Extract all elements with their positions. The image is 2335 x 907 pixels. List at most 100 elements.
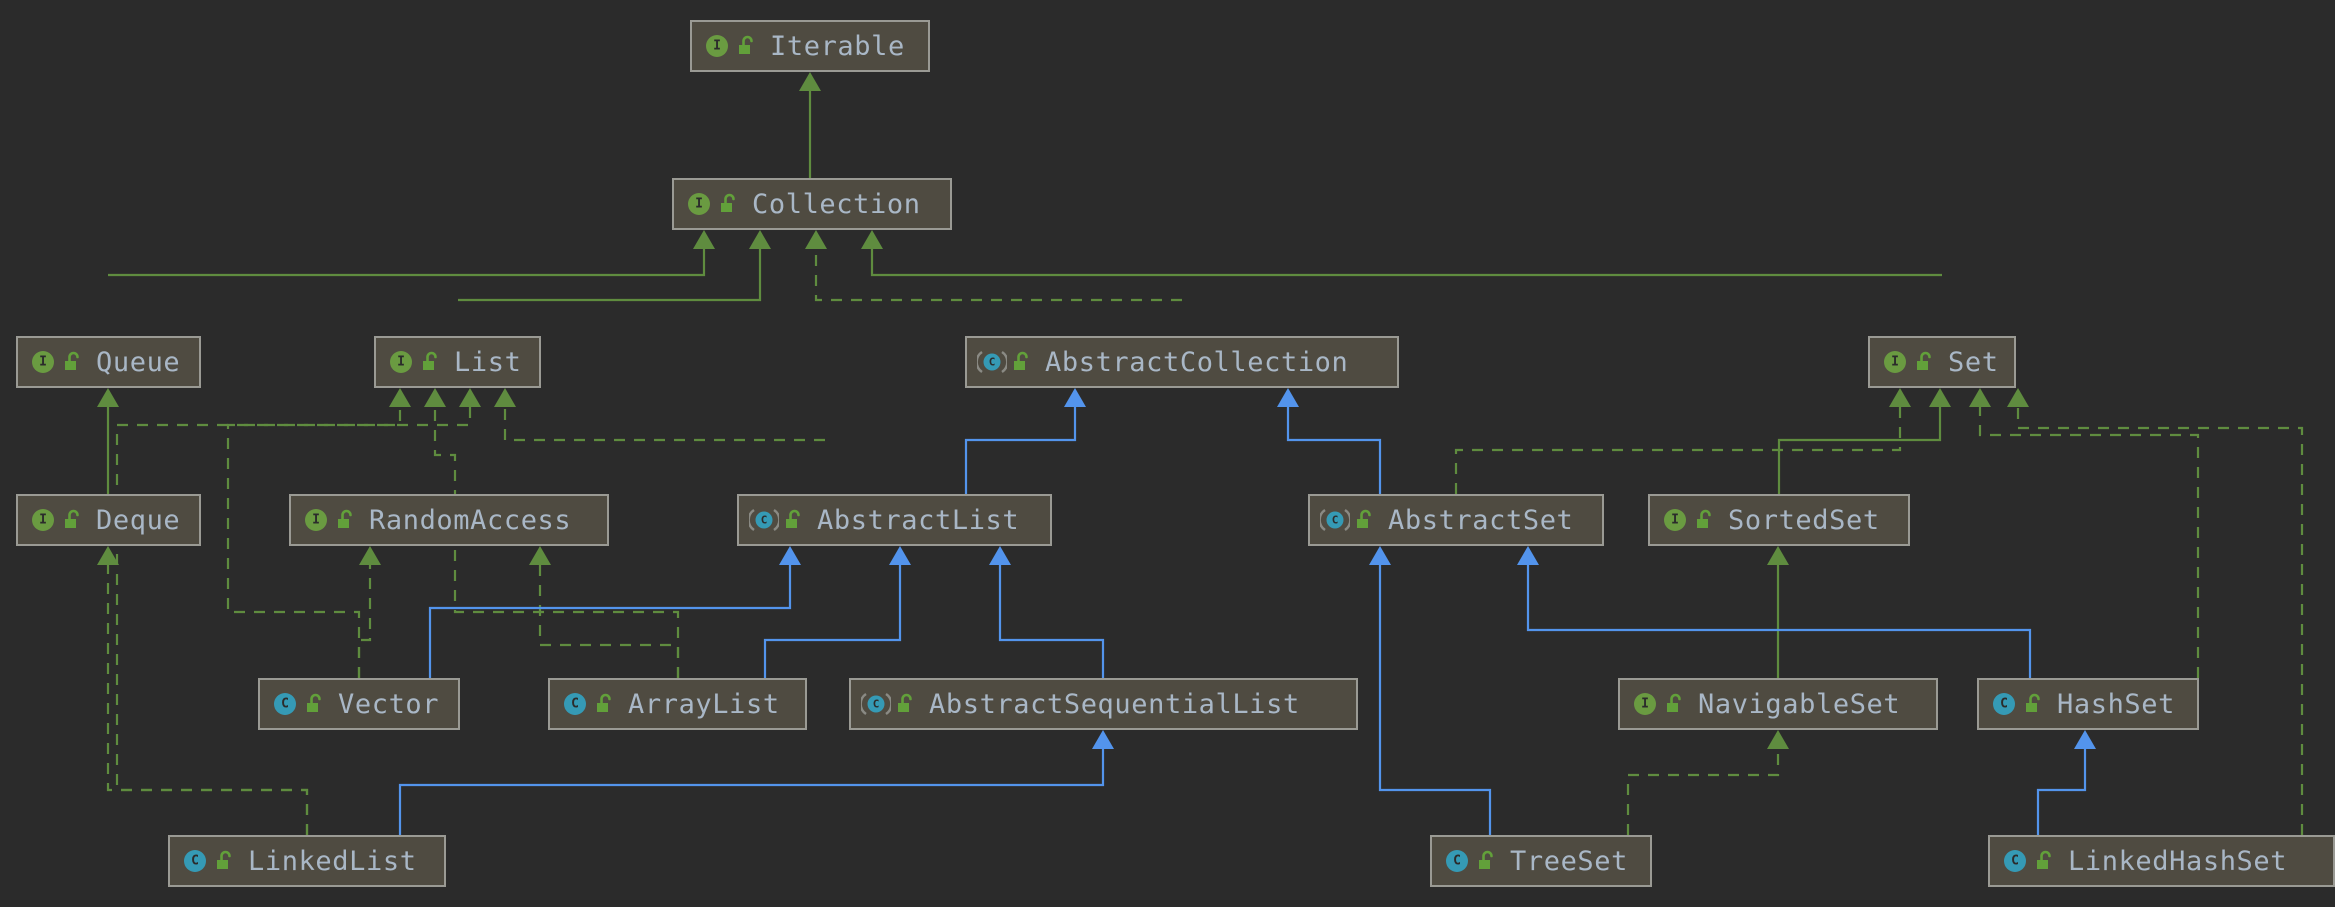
class-node-label: Collection bbox=[752, 188, 921, 220]
svg-text:C: C bbox=[281, 697, 289, 712]
class-node-queue[interactable]: I Queue bbox=[16, 336, 201, 388]
edge-arrowhead bbox=[389, 388, 411, 407]
edge-arrowhead bbox=[459, 388, 481, 407]
svg-text:I: I bbox=[1671, 513, 1679, 528]
public-unlock-icon bbox=[718, 191, 740, 217]
edge-line bbox=[2036, 747, 2087, 835]
class-badge-icon: C bbox=[560, 689, 590, 719]
class-node-label: SortedSet bbox=[1728, 504, 1880, 536]
edge-arrowhead bbox=[529, 546, 551, 565]
edge-line bbox=[1777, 405, 1942, 494]
edge-line bbox=[814, 247, 1182, 302]
class-node-hashset[interactable]: C HashSet bbox=[1977, 678, 2199, 730]
public-unlock-icon bbox=[895, 691, 917, 717]
class-node-label: LinkedList bbox=[248, 845, 417, 877]
edge-arrowhead bbox=[693, 230, 715, 249]
edge-line bbox=[763, 563, 902, 678]
class-node-label: Vector bbox=[338, 688, 440, 720]
class-node-abstractcollection[interactable]: C AbstractCollection bbox=[965, 336, 1399, 388]
class-node-label: NavigableSet bbox=[1698, 688, 1901, 720]
interface-badge-icon: I bbox=[301, 505, 331, 535]
class-node-set[interactable]: I Set bbox=[1868, 336, 2016, 388]
public-unlock-icon bbox=[1694, 507, 1716, 533]
class-node-sortedset[interactable]: I SortedSet bbox=[1648, 494, 1910, 546]
edge-line bbox=[1454, 405, 1902, 494]
edge-arrowhead bbox=[1092, 730, 1114, 749]
public-unlock-icon bbox=[62, 507, 84, 533]
edge-line bbox=[2016, 405, 2304, 835]
svg-text:I: I bbox=[39, 513, 47, 528]
edge-line bbox=[428, 563, 792, 678]
class-badge-icon: C bbox=[1442, 846, 1472, 876]
public-unlock-icon bbox=[1354, 507, 1376, 533]
edge-line bbox=[870, 247, 1942, 277]
svg-text:I: I bbox=[1891, 355, 1899, 370]
abstract-class-badge-icon: C bbox=[861, 689, 891, 719]
class-node-linkedlist[interactable]: C LinkedList bbox=[168, 835, 446, 887]
edge-arrowhead bbox=[97, 546, 119, 565]
edge-line bbox=[964, 405, 1077, 494]
class-node-label: AbstractList bbox=[817, 504, 1020, 536]
interface-badge-icon: I bbox=[1880, 347, 1910, 377]
edge-arrowhead bbox=[494, 388, 516, 407]
svg-text:C: C bbox=[989, 356, 996, 369]
svg-text:I: I bbox=[39, 355, 47, 370]
edge-arrowhead bbox=[359, 546, 381, 565]
public-unlock-icon bbox=[1476, 848, 1498, 874]
class-node-collection[interactable]: I Collection bbox=[672, 178, 952, 230]
svg-text:I: I bbox=[713, 39, 721, 54]
edge-arrowhead bbox=[1369, 546, 1391, 565]
public-unlock-icon bbox=[783, 507, 805, 533]
edge-arrowhead bbox=[779, 546, 801, 565]
edge-arrowhead bbox=[1889, 388, 1911, 407]
svg-text:I: I bbox=[1641, 697, 1649, 712]
class-node-label: HashSet bbox=[2057, 688, 2175, 720]
interface-badge-icon: I bbox=[684, 189, 714, 219]
class-node-label: AbstractCollection bbox=[1045, 346, 1349, 378]
class-node-label: RandomAccess bbox=[369, 504, 572, 536]
public-unlock-icon bbox=[2023, 691, 2045, 717]
public-unlock-icon bbox=[304, 691, 326, 717]
edge-arrowhead bbox=[889, 546, 911, 565]
class-node-abstractlist[interactable]: C AbstractList bbox=[737, 494, 1052, 546]
edge-arrowhead bbox=[97, 388, 119, 407]
class-node-label: List bbox=[454, 346, 522, 378]
edge-arrowhead bbox=[424, 388, 446, 407]
svg-text:C: C bbox=[2000, 697, 2008, 712]
interface-badge-icon: I bbox=[386, 347, 416, 377]
edge-arrowhead bbox=[1929, 388, 1951, 407]
edge-arrowhead bbox=[1517, 546, 1539, 565]
public-unlock-icon bbox=[1011, 349, 1033, 375]
class-badge-icon: C bbox=[180, 846, 210, 876]
class-node-list[interactable]: I List bbox=[374, 336, 541, 388]
edge-line bbox=[1378, 563, 1492, 835]
edge-line bbox=[1978, 405, 2200, 678]
class-badge-icon: C bbox=[1989, 689, 2019, 719]
abstract-class-badge-icon: C bbox=[1320, 505, 1350, 535]
class-node-navigableset[interactable]: I NavigableSet bbox=[1618, 678, 1938, 730]
edge-line bbox=[458, 247, 762, 302]
edge-line bbox=[1286, 405, 1382, 494]
edge-line bbox=[503, 405, 825, 442]
edge-arrowhead bbox=[1969, 388, 1991, 407]
class-node-label: Set bbox=[1948, 346, 1999, 378]
interface-badge-icon: I bbox=[702, 31, 732, 61]
class-node-vector[interactable]: C Vector bbox=[258, 678, 460, 730]
abstract-class-badge-icon: C bbox=[749, 505, 779, 535]
edge-line bbox=[1626, 747, 1780, 835]
edge-line bbox=[115, 405, 472, 835]
class-node-label: Queue bbox=[96, 346, 181, 378]
public-unlock-icon bbox=[420, 349, 442, 375]
svg-text:C: C bbox=[1332, 514, 1339, 527]
class-node-randomaccess[interactable]: I RandomAccess bbox=[289, 494, 609, 546]
edge-line bbox=[998, 563, 1105, 678]
